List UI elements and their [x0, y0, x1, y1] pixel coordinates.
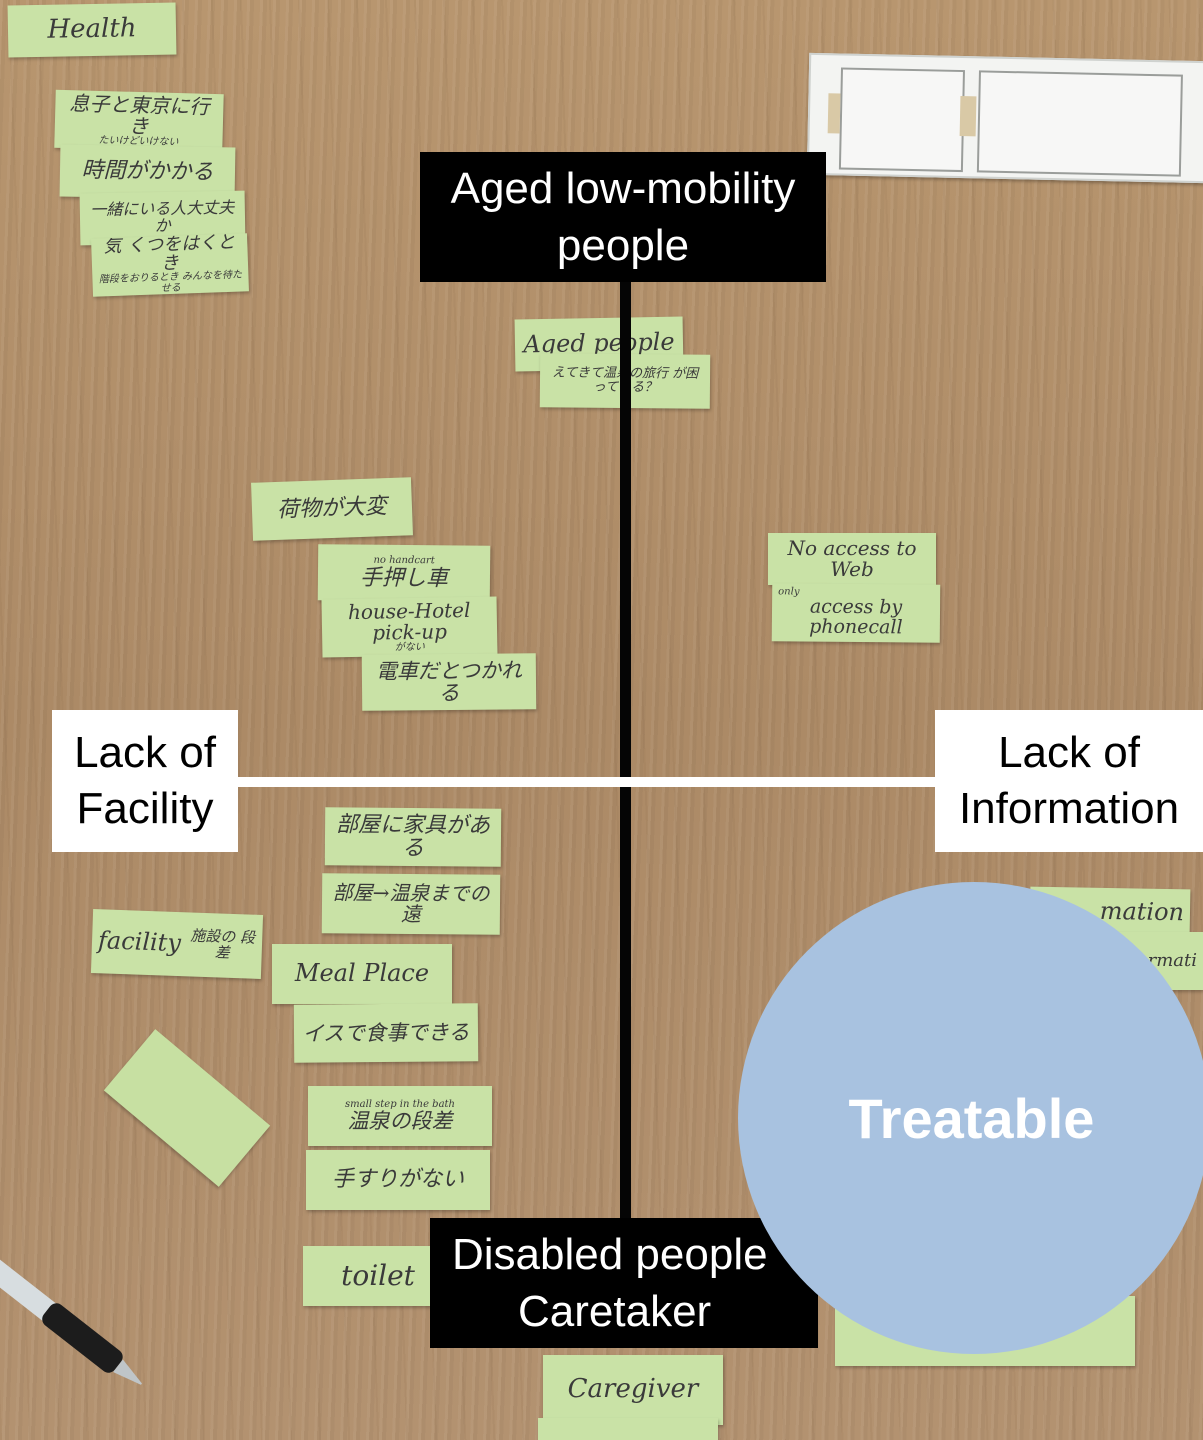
note-text: 一緒にいる人大丈夫か	[90, 197, 235, 236]
note-jp4: 気 くつをはくとき 階段をおりるとき みんなを待たせる	[91, 233, 249, 297]
axis-label-left: Lack of Facility	[52, 710, 238, 852]
note-text: toilet	[341, 1259, 415, 1293]
note-text: 時間がかかる	[81, 158, 214, 186]
horizontal-axis-line	[238, 777, 938, 787]
note-meal-place: Meal Place	[272, 944, 452, 1004]
axis-label-text: Caretaker	[518, 1287, 712, 1336]
note-pickup: house-Hotel pick-up がない	[321, 596, 498, 658]
tray-slot	[838, 67, 965, 173]
note-room-distance: 部屋→温泉までの遠	[321, 873, 501, 935]
note-subtext: 施設の 段差	[190, 926, 256, 962]
note-handcart: no handcart 手押し車	[317, 544, 491, 602]
note-text: access by phonecall	[809, 595, 903, 639]
axis-label-bottom: Disabled people Caretaker	[430, 1218, 818, 1348]
note-subtext: small step in the bath	[345, 1098, 455, 1110]
note-text: facility	[97, 926, 182, 958]
note-text: Caregiver	[567, 1374, 699, 1405]
axis-label-text: Facility	[76, 784, 214, 833]
note-text: 温泉の段差	[347, 1109, 453, 1134]
note-train: 電車だとつかれる	[361, 653, 537, 711]
treatable-circle: Treatable	[738, 882, 1203, 1354]
note-text: No access to Web	[787, 536, 917, 581]
note-text: 手押し車	[359, 565, 449, 592]
tray-clip	[959, 96, 977, 137]
tray-clip	[827, 93, 841, 134]
note-text: 部屋に家具がある	[335, 812, 491, 862]
note-facility: facility 施設の 段差	[90, 909, 264, 979]
note-text: Meal Place	[294, 959, 430, 988]
pen	[0, 1248, 185, 1422]
axis-label-right: Lack of Information	[935, 710, 1203, 852]
axis-label-top: Aged low-mobility people	[420, 152, 826, 282]
pen-grip	[38, 1300, 126, 1376]
note-bottom-partial	[538, 1418, 718, 1440]
note-subtext: がない	[394, 641, 425, 654]
tray-slot	[976, 70, 1183, 177]
note-text: 息子と東京に行き	[69, 90, 210, 139]
axis-label-text: Disabled people	[452, 1229, 768, 1279]
note-subtext: 階段をおりるとき みんなを待たせる	[98, 269, 243, 295]
note-text: 部屋→温泉までの遠	[332, 880, 490, 927]
treatable-label: Treatable	[848, 1086, 1095, 1150]
note-text: house-Hotel pick-up	[347, 597, 471, 645]
note-text: mation	[1099, 897, 1185, 927]
white-tray	[806, 52, 1203, 184]
note-text: イスで食事できる	[302, 1020, 470, 1046]
note-small-step: small step in the bath 温泉の段差	[308, 1086, 492, 1146]
note-blank	[103, 1029, 271, 1187]
note-no-handrail: 手すりがない	[306, 1150, 490, 1210]
axis-label-text: Information	[958, 784, 1180, 833]
note-toilet: toilet	[303, 1246, 453, 1306]
note-text: Health	[47, 13, 137, 46]
note-jp1: 息子と東京に行き たいけどいけない	[54, 89, 224, 153]
axis-label-text: Lack of	[74, 727, 216, 777]
note-chair-meal: イスで食事できる	[293, 1003, 479, 1063]
note-room-furniture: 部屋に家具がある	[324, 807, 502, 867]
note-health: Health	[7, 2, 177, 58]
note-text: 電車だとつかれる	[375, 658, 523, 706]
note-baggage: 荷物が大変	[251, 477, 413, 541]
note-phone-only: only access by phonecall	[771, 583, 941, 643]
axis-label-text: Lack of	[998, 727, 1140, 777]
vertical-axis-line	[620, 282, 631, 1222]
note-text: 荷物が大変	[276, 494, 388, 524]
note-text: 手すりがない	[331, 1167, 464, 1193]
axis-label-text: Aged low-mobility people	[450, 163, 796, 270]
note-no-web: No access to Web	[768, 533, 936, 585]
note-subtext: only	[778, 586, 800, 598]
note-caregiver: Caregiver	[543, 1355, 723, 1425]
